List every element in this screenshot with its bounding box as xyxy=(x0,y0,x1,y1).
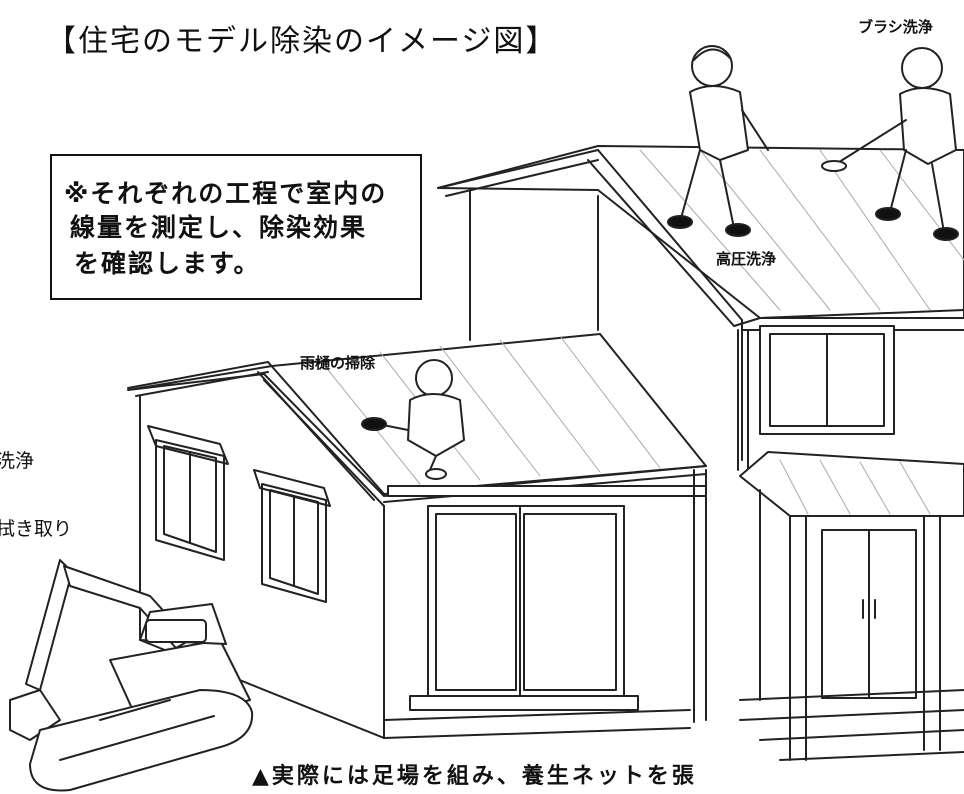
note-line-2: 線量を測定し、除染効果 xyxy=(70,213,368,242)
worker-brush xyxy=(821,47,959,241)
label-gutter-cleaning: 雨樋の掃除 xyxy=(300,354,376,372)
note-line-1: ※それぞれの工程で室内の xyxy=(64,179,388,208)
note-line-3: を確認します。 xyxy=(74,249,261,278)
note-box: ※それぞれの工程で室内の 線量を測定し、除染効果 を確認します。 xyxy=(50,154,422,300)
main-roof xyxy=(437,145,964,319)
sliding-door xyxy=(427,505,625,697)
worker-high-pressure xyxy=(667,45,769,237)
porch-canopy xyxy=(739,451,964,517)
excavator xyxy=(9,559,254,792)
worker-gutter xyxy=(361,359,465,480)
label-brush-wash: ブラシ洗浄 xyxy=(858,18,933,36)
porch xyxy=(739,451,964,761)
label-high-pressure-wash: 高圧洗浄 xyxy=(716,250,777,268)
caption: ▲実際には足場を組み、養生ネットを張 xyxy=(252,764,697,789)
main-house xyxy=(437,145,964,471)
label-left-wipe: 拭き取り xyxy=(0,518,73,540)
label-left-wash: 洗浄 xyxy=(0,450,35,472)
page-title: 【住宅のモデル除染のイメージ図】 xyxy=(46,24,558,59)
